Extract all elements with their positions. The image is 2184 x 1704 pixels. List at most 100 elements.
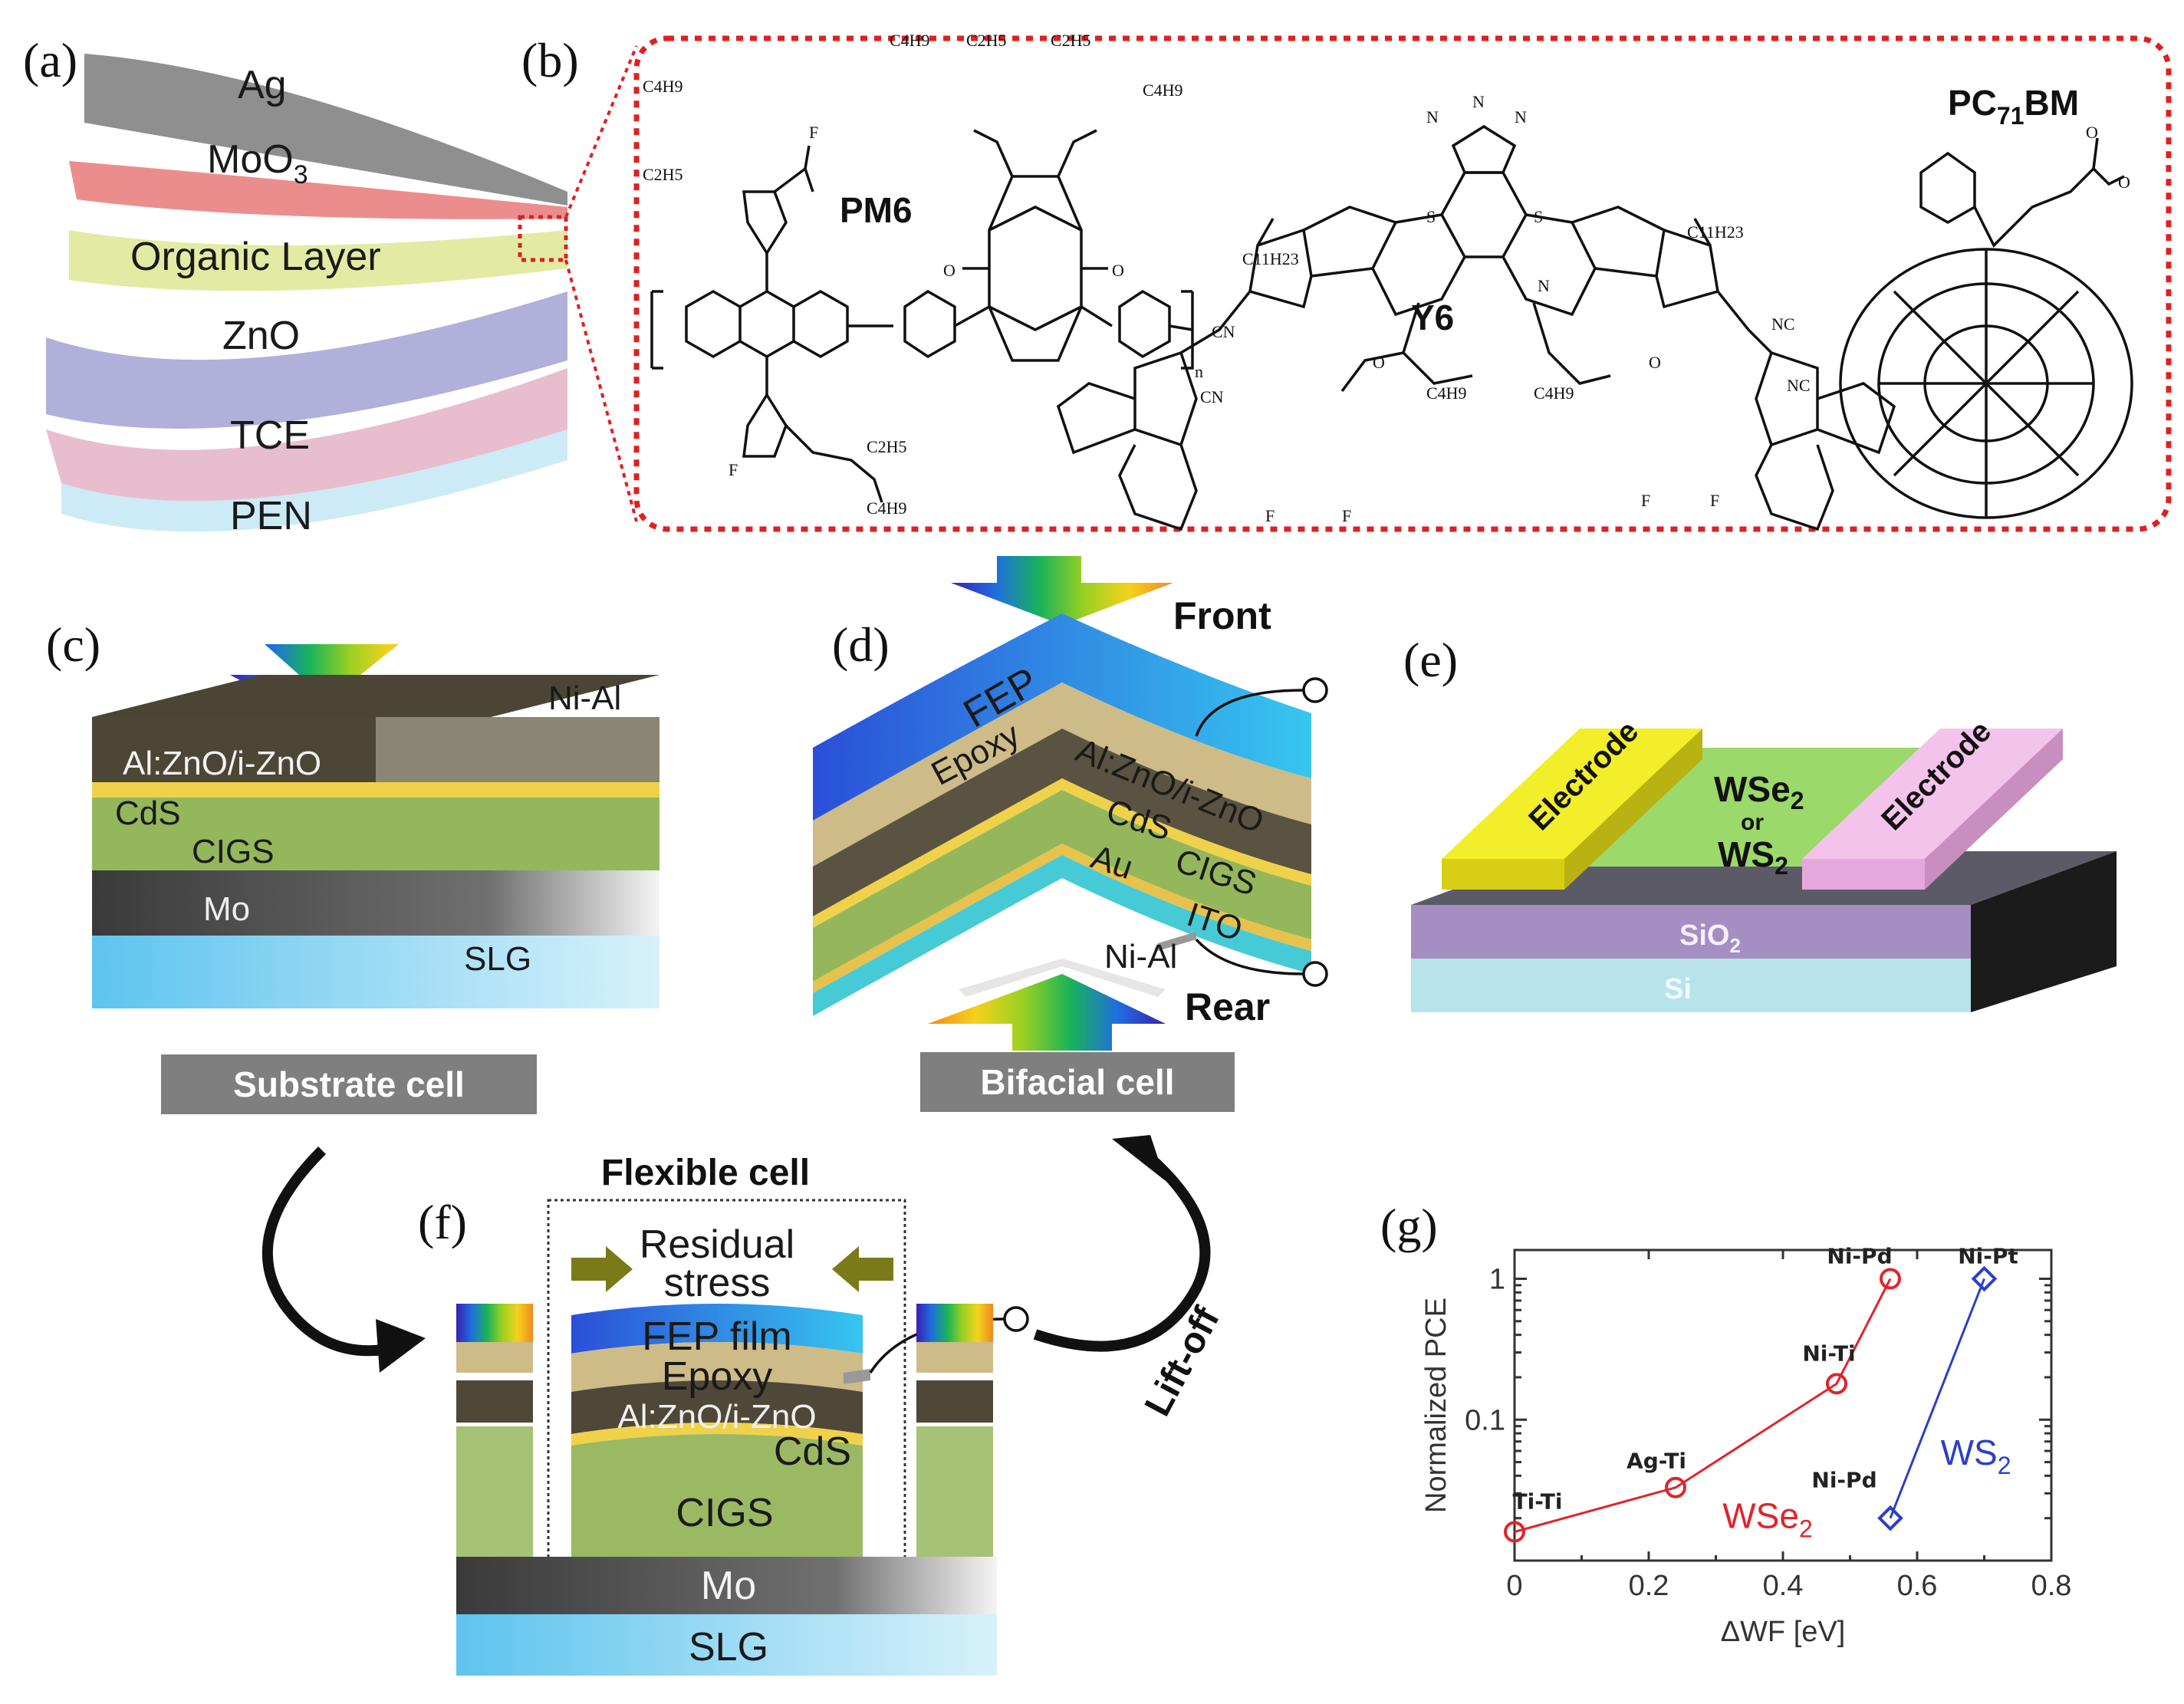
cigs-label-c: CIGS [192, 833, 275, 870]
panel-f-label: (f) [418, 1195, 467, 1249]
cds-layer-d [813, 778, 1311, 928]
data-point [1504, 1521, 1525, 1543]
ag-label: Ag [238, 63, 287, 107]
ag-layer [84, 54, 567, 206]
panel-d: (d) Front FEP Epoxy Al:ZnO/i-ZnO CdS CIG… [813, 556, 1328, 1112]
fep-film-label: FEP film [642, 1314, 792, 1359]
light-arrow-rear [928, 974, 1166, 1051]
svg-text:C2H5: C2H5 [867, 437, 907, 456]
svg-text:F: F [729, 460, 738, 479]
svg-text:O: O [1373, 353, 1385, 372]
si-layer [1411, 959, 1971, 1012]
point-label: Ag-Ti [1626, 1449, 1686, 1474]
tce-label: TCE [230, 413, 310, 458]
azo-layer-c-side [376, 717, 659, 782]
x-tick-label: 0 [1506, 1570, 1522, 1602]
channel-label-2: WS2 [1718, 834, 1788, 880]
zno-layer [46, 291, 567, 429]
panel-a: (a) Ag MoO3 Organic Layer ZnO TCE PEN [23, 33, 638, 538]
svg-text:C2H5: C2H5 [1051, 31, 1091, 50]
au-layer-d [813, 844, 1311, 993]
ni-al-contact-d [1158, 932, 1196, 951]
side-stack-right-top [916, 1304, 993, 1342]
base-wedge-d [959, 959, 1166, 997]
stress-label-1: Residual [640, 1222, 794, 1267]
series-label-1: WS2 [1941, 1433, 2011, 1479]
light-arrow-front [951, 556, 1173, 625]
liftoff-label: Lift-off [1137, 1300, 1228, 1423]
cds-label-c: CdS [115, 794, 181, 832]
stress-arrow-left [571, 1246, 633, 1292]
curved-arrow-right [1033, 1153, 1211, 1352]
y-axis-title: Normalized PCE [1420, 1298, 1452, 1513]
rear-label: Rear [1185, 985, 1270, 1028]
svg-text:F: F [1265, 506, 1275, 525]
bifacial-caption: Bifacial cell [980, 1062, 1174, 1102]
zoom-box [518, 215, 568, 262]
flexible-box [547, 1199, 906, 1585]
terminal-f [1003, 1306, 1029, 1332]
svg-text:N: N [1426, 107, 1439, 127]
azo-label-c: Al:ZnO/i-ZnO [123, 745, 321, 782]
slg-layer-c [92, 936, 659, 1008]
electrode-left-front [1442, 859, 1564, 890]
azo-label-f: Al:ZnO/i-ZnO [617, 1398, 816, 1436]
mo-label-f: Mo [701, 1564, 756, 1608]
x-tick-label: 0.6 [1897, 1570, 1938, 1602]
point-label: Ni-Pd [1811, 1468, 1876, 1493]
zoom-line-bottom [564, 259, 638, 522]
pm6-label: PM6 [840, 190, 913, 230]
bifacial-caption-box [920, 1052, 1235, 1112]
azo-layer-c [92, 717, 376, 782]
channel-label-1: WSe2 [1714, 769, 1804, 814]
electrode-right-side [1925, 729, 2063, 890]
svg-text:NC: NC [1771, 314, 1795, 334]
svg-text:S: S [1426, 207, 1436, 226]
panel-c: (c) Ni-Al Al:ZnO/i-ZnO CdS CIGS Mo SLG S… [46, 617, 659, 1114]
ito-layer-d [813, 855, 1311, 1016]
azo-layer-f [571, 1380, 863, 1434]
data-point [1826, 1373, 1847, 1395]
cds-layer-c [92, 782, 659, 798]
svg-text:C4H9: C4H9 [1143, 81, 1183, 100]
data-point [1877, 1505, 1903, 1531]
mo-layer-c [92, 870, 659, 936]
slg-layer-f [456, 1614, 997, 1676]
x-tick-label: 0.4 [1763, 1570, 1804, 1602]
svg-text:O: O [1112, 261, 1124, 280]
pc71bm-structure: PC71BM O O [1839, 83, 2133, 519]
mo-label-c: Mo [203, 890, 250, 928]
cigs-label-f: CIGS [676, 1491, 773, 1535]
tce-layer [46, 368, 567, 502]
mo-layer-f [456, 1557, 997, 1614]
zoom-line-top [564, 45, 638, 218]
pm6-structure: PM6 C4H9 C2H5 F F C2H5 C [643, 31, 1203, 518]
svg-text:F: F [1342, 506, 1351, 525]
svg-text:C2H5: C2H5 [643, 165, 683, 184]
electrode-left-top [1442, 729, 1702, 859]
svg-text:O: O [1649, 353, 1661, 372]
substrate-caption: Substrate cell [233, 1064, 465, 1104]
electrode-left-side [1564, 729, 1702, 890]
panel-b: (b) PM6 C4H9 C2H5 F [521, 31, 2172, 532]
wire-front [1195, 689, 1304, 737]
cigs-layer-f [571, 1434, 863, 1572]
side-stack-right-epoxy [916, 1342, 993, 1373]
svg-text:CN: CN [1200, 387, 1224, 406]
moo3-label: MoO3 [207, 137, 308, 189]
svg-text:NC: NC [1787, 376, 1811, 395]
panel-c-label: (c) [46, 617, 100, 672]
organic-layer [69, 230, 567, 291]
curved-arrow-right-head [1112, 1135, 1166, 1181]
cds-label-f: CdS [774, 1429, 851, 1474]
svg-text:F: F [1710, 491, 1719, 510]
moo3-layer [69, 161, 567, 219]
side-stack-left-top [456, 1304, 533, 1342]
svg-text:C4H9: C4H9 [867, 498, 907, 518]
side-stack-right-azo [916, 1380, 993, 1423]
zno-label: ZnO [222, 314, 300, 358]
panel-e-label: (e) [1403, 633, 1458, 687]
stress-label-2: stress [664, 1261, 771, 1305]
svg-text:n: n [1195, 362, 1203, 381]
series-line-0 [1514, 1278, 1892, 1533]
